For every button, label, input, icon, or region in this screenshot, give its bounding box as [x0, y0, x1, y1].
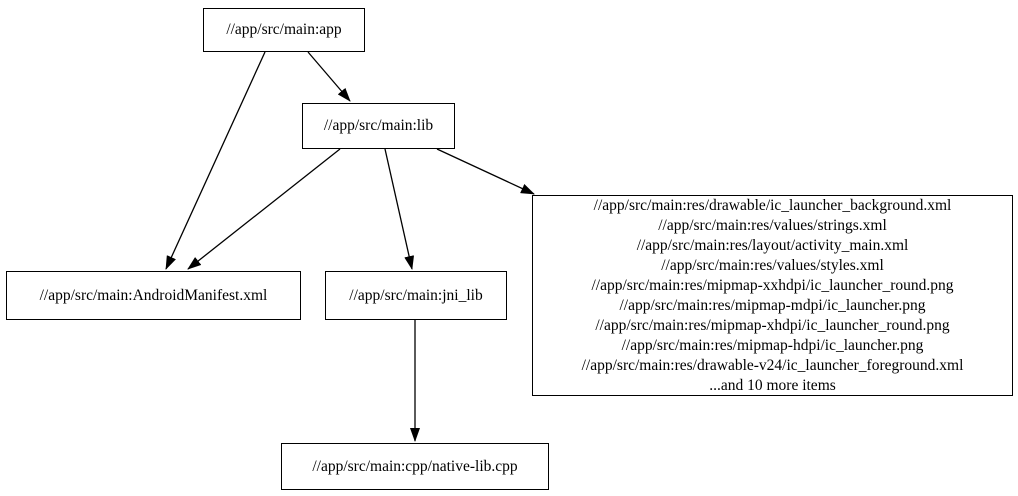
node-native-lib-cpp: //app/src/main:cpp/native-lib.cpp [281, 443, 549, 490]
node-app-label: //app/src/main:app [226, 21, 342, 38]
node-lib: //app/src/main:lib [302, 103, 455, 149]
node-android-manifest-label: //app/src/main:AndroidManifest.xml [39, 286, 268, 304]
edge-lib-jni-lib [384, 148, 415, 270]
node-app: //app/src/main:app [203, 8, 365, 52]
node-res-bundle: //app/src/main:res/drawable/ic_launcher_… [532, 195, 1013, 396]
edge-app-manifest [165, 51, 266, 270]
node-res-bundle-label: //app/src/main:res/drawable/ic_launcher_… [581, 196, 964, 394]
node-jni-lib-label: //app/src/main:jni_lib [349, 286, 483, 304]
node-lib-label: //app/src/main:lib [323, 117, 434, 134]
node-android-manifest: //app/src/main:AndroidManifest.xml [6, 271, 301, 320]
edge-lib-res-bundle [436, 148, 535, 195]
node-native-lib-cpp-label: //app/src/main:cpp/native-lib.cpp [312, 457, 518, 475]
node-jni-lib: //app/src/main:jni_lib [325, 271, 507, 320]
edge-lib-manifest [187, 148, 341, 270]
edge-app-lib [307, 51, 351, 102]
